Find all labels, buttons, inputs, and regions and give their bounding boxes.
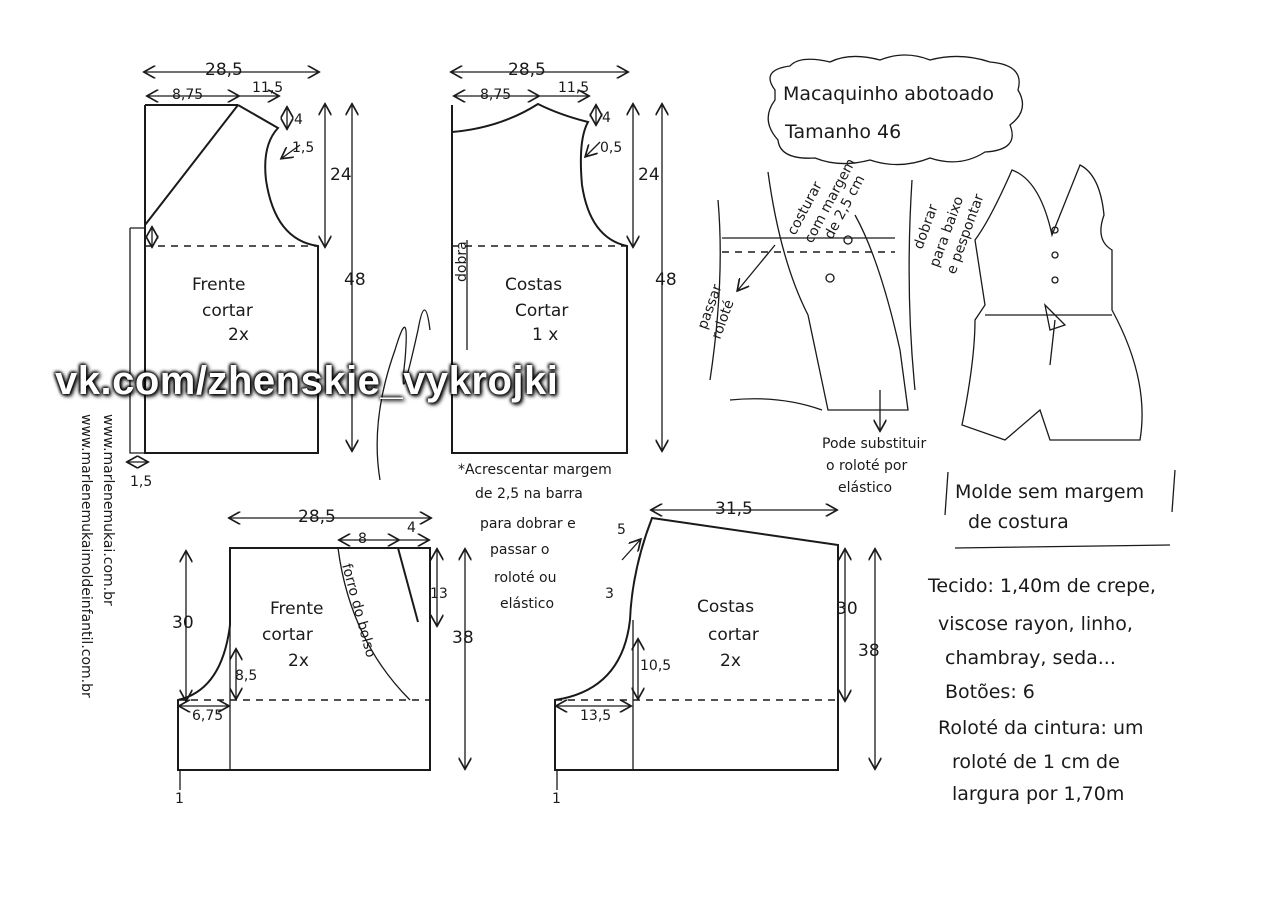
- hem-note-line: de 2,5 na barra: [475, 486, 583, 502]
- fs-pocket-top: 8: [358, 531, 367, 547]
- front-shoulder-drop: 4: [294, 112, 303, 128]
- illustration-notes: costurar com margem de 2,5 cm dobrar par…: [695, 156, 988, 496]
- title-line2: Tamanho 46: [784, 121, 901, 143]
- fs-rise: 30: [172, 613, 194, 633]
- fs-pocket-label: forro do bolso: [338, 562, 378, 659]
- fs-crotch-ext: 6,75: [192, 708, 223, 724]
- hem-note: *Acrescentar margem de 2,5 na barra para…: [458, 462, 612, 612]
- fs-hem-offset: 1: [175, 791, 184, 807]
- back-shorts-piece: 31,5 5 3 30 38 10,5 13,5 1 Costas cortar…: [552, 499, 880, 807]
- materials-line: largura por 1,70m: [952, 783, 1124, 805]
- back-shoulder: 11,5: [558, 80, 589, 96]
- front-extension: 1,5: [130, 474, 152, 490]
- front-armhole-depth: 1,5: [292, 140, 314, 156]
- back-qty: 1 x: [532, 325, 558, 345]
- bs-width: 31,5: [715, 499, 753, 519]
- hem-note-line: roloté ou: [494, 570, 556, 586]
- fs-length: 38: [452, 628, 474, 648]
- fs-crotch-height: 8,5: [235, 668, 257, 684]
- front-view-illustration: [961, 164, 1143, 441]
- bs-label: Costas: [697, 597, 754, 617]
- bs-rise-top: 5: [617, 522, 626, 538]
- note-substitute: elástico: [838, 480, 892, 496]
- title-cloud: Macaquinho abotoado Tamanho 46: [767, 54, 1024, 166]
- no-seam-line: Molde sem margem: [955, 481, 1144, 503]
- fs-width: 28,5: [298, 507, 336, 527]
- materials-line: chambray, seda...: [945, 647, 1116, 669]
- back-label: Costas: [505, 275, 562, 295]
- bs-crotch-ext: 13,5: [580, 708, 611, 724]
- bs-length: 38: [858, 641, 880, 661]
- note-substitute: Pode substituir: [822, 436, 926, 452]
- signature: [376, 309, 431, 481]
- front-length: 48: [344, 270, 366, 290]
- front-qty: 2x: [228, 325, 249, 345]
- back-armhole-depth: 0,5: [600, 140, 622, 156]
- hem-note-line: para dobrar e: [480, 516, 576, 532]
- materials-list: Tecido: 1,40m de crepe, viscose rayon, l…: [927, 575, 1156, 805]
- no-seam-line: de costura: [968, 511, 1069, 533]
- bs-rise-offset: 3: [605, 586, 614, 602]
- hem-note-line: passar o: [490, 542, 549, 558]
- materials-line: Roloté da cintura: um: [938, 717, 1144, 739]
- website-1: www.marlenemukai.com.br: [100, 414, 116, 606]
- title-line1: Macaquinho abotoado: [783, 83, 994, 105]
- front-shoulder: 11,5: [252, 80, 283, 96]
- fs-cut: cortar: [262, 625, 313, 645]
- back-length: 48: [655, 270, 677, 290]
- back-width: 28,5: [508, 60, 546, 80]
- website-credits: www.marlenemukai.com.br www.marlenemukai…: [78, 414, 116, 698]
- watermark: vk.com/zhenskie_vykrojki: [55, 359, 559, 403]
- fs-label: Frente: [270, 599, 324, 619]
- back-armhole: 24: [638, 165, 660, 185]
- back-cut: Cortar: [515, 301, 568, 321]
- materials-line: viscose rayon, linho,: [938, 613, 1133, 635]
- front-cut: cortar: [202, 301, 253, 321]
- front-shoulder-start: 8,75: [172, 87, 203, 103]
- hem-note-line: *Acrescentar margem: [458, 462, 612, 478]
- bs-cut: cortar: [708, 625, 759, 645]
- front-bodice-piece: 28,5 8,75 11,5 4 1,5 24 48 1,5 Frente co…: [128, 60, 366, 490]
- front-width: 28,5: [205, 60, 243, 80]
- bs-crotch-height: 10,5: [640, 658, 671, 674]
- bs-rise: 30: [836, 599, 858, 619]
- front-label: Frente: [192, 275, 246, 295]
- back-shoulder-start: 8,75: [480, 87, 511, 103]
- front-shorts-piece: 28,5 8 4 13 30 38 8,5 6,75 1 Frente cort…: [172, 507, 474, 807]
- back-shoulder-drop: 4: [602, 110, 611, 126]
- hem-note-line: elástico: [500, 596, 554, 612]
- materials-line: Botões: 6: [945, 681, 1035, 703]
- back-view-illustration: [709, 171, 916, 430]
- back-fold: dobra: [454, 241, 470, 282]
- bs-qty: 2x: [720, 651, 741, 671]
- note-substitute: o roloté por: [826, 458, 907, 474]
- website-2: www.marlenemukaimoldeinfantil.com.br: [78, 414, 94, 698]
- materials-line: roloté de 1 cm de: [952, 751, 1120, 773]
- no-seam-allowance-note: Molde sem margem de costura: [944, 469, 1176, 549]
- fs-pocket-width: 4: [407, 520, 416, 536]
- bs-hem-offset: 1: [552, 791, 561, 807]
- back-bodice-piece: 28,5 8,75 11,5 4 0,5 24 48 dobra Costas …: [452, 60, 677, 454]
- front-armhole: 24: [330, 165, 352, 185]
- fs-qty: 2x: [288, 651, 309, 671]
- materials-line: Tecido: 1,40m de crepe,: [927, 575, 1156, 597]
- fs-pocket-depth: 13: [430, 586, 448, 602]
